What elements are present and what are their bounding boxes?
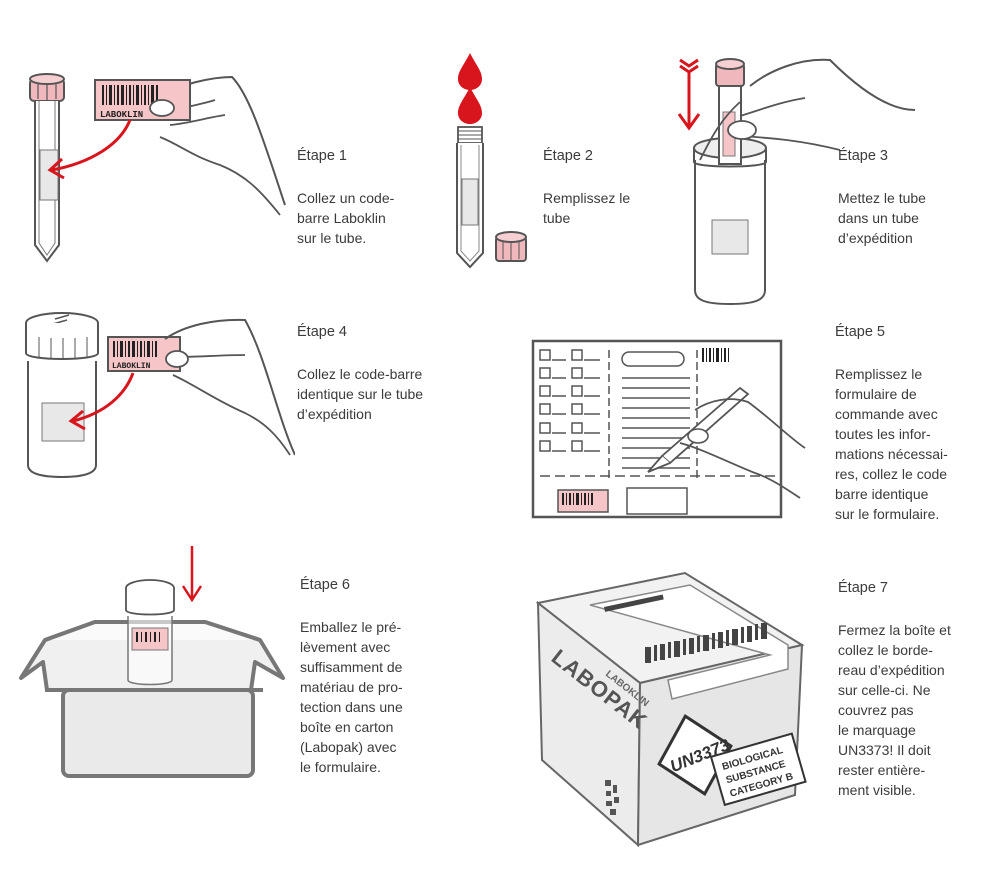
- step-4-illustration: LABOKLIN: [15, 305, 295, 480]
- step-title: Étape 5: [835, 324, 885, 340]
- red-down-arrow-icon: [677, 58, 701, 131]
- hand-icon: [679, 398, 806, 499]
- step-title: Étape 4: [297, 324, 347, 340]
- step-7-text: Étape 7 Fermez la boîte et collez le bor…: [838, 578, 951, 800]
- shipping-tube-icon: [693, 137, 767, 306]
- step-description: Remplissez le tube: [543, 190, 631, 226]
- barcode-label-icon: LABOKLIN: [107, 336, 181, 372]
- step-title: Étape 7: [838, 580, 888, 596]
- step-5-illustration: [530, 338, 820, 523]
- step-3-illustration: [670, 50, 920, 310]
- step-description: Mettez le tube dans un tube d’expédition: [838, 190, 926, 246]
- step-6-illustration: [15, 540, 285, 790]
- barcode-brand-text: LABOKLIN: [112, 362, 151, 371]
- red-arrow-icon: [72, 372, 135, 423]
- labopak-box-icon: LABOPAK LABOKLIN UN3373 BIOLOGICAL SUBST…: [535, 571, 807, 848]
- step-title: Étape 1: [297, 148, 347, 164]
- step-4-text: Étape 4 Collez le code-barre identique s…: [297, 322, 423, 424]
- red-down-arrow-icon: [181, 546, 203, 603]
- step-6-text: Étape 6 Emballez le pré- lèvement avec s…: [300, 575, 403, 777]
- step-description: Fermez la boîte et collez le borde- reau…: [838, 622, 951, 798]
- step-1-text: Étape 1 Collez un code- barre Laboklin s…: [297, 146, 394, 248]
- sample-tube-icon: [456, 126, 484, 269]
- hand-icon: [749, 58, 916, 111]
- step-5-text: Étape 5 Remplissez le formulaire de comm…: [835, 322, 948, 524]
- hand-icon: [164, 318, 295, 456]
- shipping-tube-icon: [125, 579, 175, 686]
- barcode-brand-text: LABOKLIN: [100, 110, 143, 120]
- step-title: Étape 6: [300, 577, 350, 593]
- step-description: Collez le code-barre identique sur le tu…: [297, 366, 424, 422]
- qr-code-icon: [605, 780, 619, 815]
- step-description: Collez un code- barre Laboklin sur le tu…: [297, 190, 395, 246]
- barcode-label-icon: LABOKLIN: [94, 79, 191, 121]
- step-description: Emballez le pré- lèvement avec suffisamm…: [300, 619, 403, 775]
- blood-drop-icon: [458, 53, 482, 124]
- step-7-illustration: LABOPAK LABOKLIN UN3373 BIOLOGICAL SUBST…: [520, 565, 820, 855]
- step-title: Étape 3: [838, 148, 888, 164]
- step-title: Étape 2: [543, 148, 593, 164]
- step-3-text: Étape 3 Mettez le tube dans un tube d’ex…: [838, 146, 926, 248]
- step-1-illustration: LABOKLIN: [10, 55, 290, 275]
- order-form-icon: [531, 339, 783, 519]
- shipping-tube-icon: [25, 312, 99, 479]
- tube-cap-icon: [495, 231, 527, 262]
- sample-tube-icon: [29, 73, 65, 263]
- step-2-illustration: [440, 45, 540, 275]
- step-description: Remplissez le formulaire de commande ave…: [835, 366, 948, 522]
- step-2-text: Étape 2 Remplissez le tube: [543, 146, 630, 228]
- red-arrow-icon: [51, 119, 132, 172]
